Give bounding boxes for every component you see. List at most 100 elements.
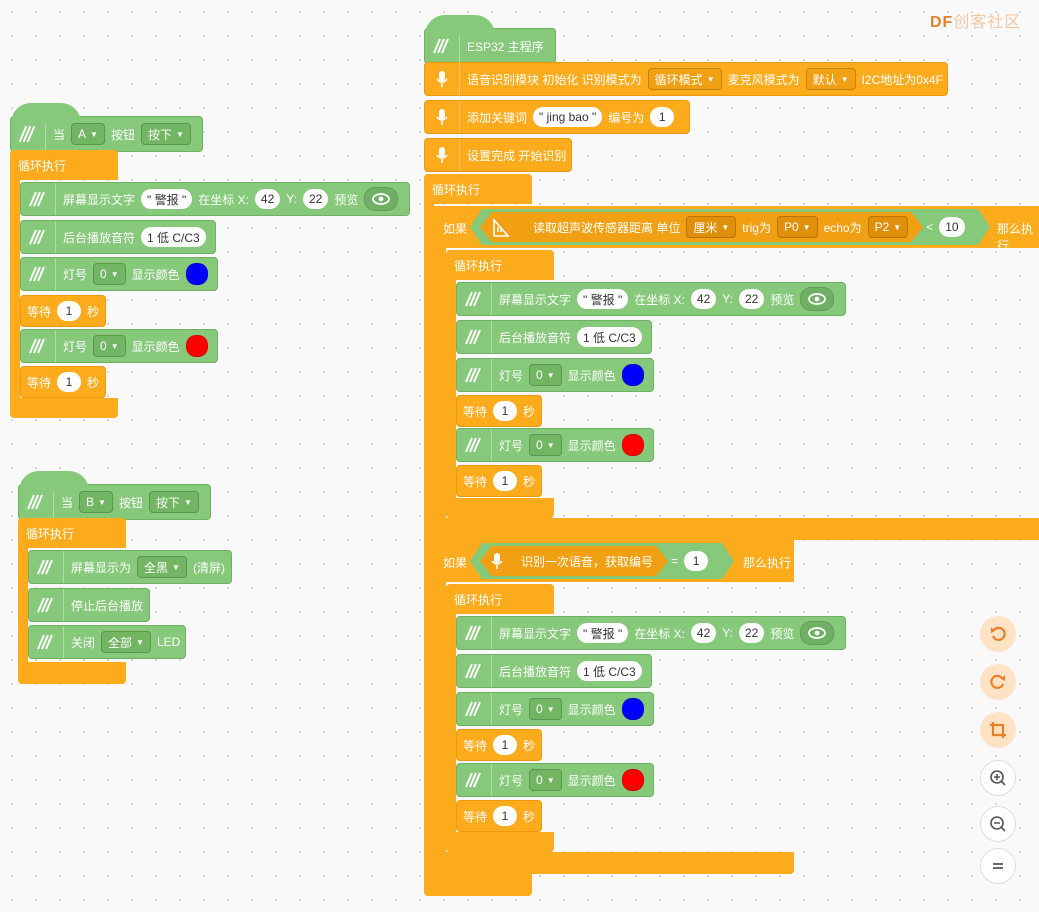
color-swatch-blue[interactable] bbox=[185, 263, 208, 285]
text-input[interactable]: " 警报 " bbox=[577, 289, 629, 309]
if2-arm bbox=[434, 582, 446, 872]
y-input[interactable]: 22 bbox=[738, 623, 765, 643]
eye-icon[interactable] bbox=[800, 287, 835, 311]
show-text-block[interactable]: 屏幕显示文字 " 警报 " 在坐标 X: 42 Y: 22 预览 bbox=[456, 616, 846, 650]
close-led-block[interactable]: 关闭 全部▼ LED bbox=[28, 625, 186, 659]
when-a-pressed-hat[interactable]: 当 A▼ 按钮 按下▼ bbox=[10, 103, 203, 152]
stop-playback-block[interactable]: 停止后台播放 bbox=[28, 588, 150, 622]
keyword-input[interactable]: " jing bao " bbox=[533, 107, 603, 127]
echo-dropdown[interactable]: P2▼ bbox=[868, 216, 909, 238]
esp32-main-hat[interactable]: ESP32 主程序 bbox=[424, 15, 556, 64]
mic-mode-dropdown[interactable]: 默认▼ bbox=[805, 68, 856, 90]
inner-loop-1[interactable]: 循环执行 bbox=[446, 250, 554, 280]
play-note-block[interactable]: 后台播放音符 1 低 C/C3 bbox=[456, 320, 652, 354]
play-note-block[interactable]: 后台播放音符 1 低 C/C3 bbox=[456, 654, 652, 688]
redo-icon bbox=[990, 674, 1005, 689]
lamp-dropdown[interactable]: 0▼ bbox=[529, 364, 562, 386]
wait-block[interactable]: 等待 1 秒 bbox=[20, 366, 106, 398]
ultrasonic-reporter[interactable]: 读取超声波传感器距离 单位 厘米▼ trig为 P0▼ echo为 P2▼ bbox=[480, 212, 923, 242]
eye-icon[interactable] bbox=[364, 187, 399, 211]
crop-button[interactable] bbox=[980, 712, 1016, 748]
distance-input[interactable]: 10 bbox=[939, 217, 964, 237]
wait-input[interactable]: 1 bbox=[493, 471, 518, 491]
action-dropdown[interactable]: 按下▼ bbox=[140, 123, 191, 145]
if1-arm bbox=[434, 248, 446, 538]
color-swatch-red[interactable] bbox=[621, 769, 644, 791]
wait-input[interactable]: 1 bbox=[57, 301, 82, 321]
wait-input[interactable]: 1 bbox=[493, 735, 518, 755]
y-input[interactable]: 22 bbox=[738, 289, 765, 309]
note-input[interactable]: 1 低 C/C3 bbox=[577, 327, 642, 347]
lamp-dropdown[interactable]: 0▼ bbox=[529, 698, 562, 720]
lamp-color-block[interactable]: 灯号 0▼ 显示颜色 bbox=[20, 257, 218, 291]
lamp-dropdown[interactable]: 0▼ bbox=[93, 263, 126, 285]
inner-loop1-foot bbox=[446, 498, 554, 518]
voice-number-input[interactable]: 1 bbox=[684, 551, 708, 571]
microphone-icon bbox=[425, 101, 460, 133]
lamp-color-block[interactable]: 灯号 0▼ 显示颜色 bbox=[456, 763, 654, 797]
play-note-block[interactable]: 后台播放音符 1 低 C/C3 bbox=[20, 220, 216, 254]
asr-init-block[interactable]: 语音识别模块 初始化 识别模式为 循环模式▼ 麦克风模式为 默认▼ I2C地址为… bbox=[424, 62, 948, 96]
lamp-color-block[interactable]: 灯号 0▼ 显示颜色 bbox=[456, 358, 654, 392]
wait-input[interactable]: 1 bbox=[493, 806, 518, 826]
voice-reporter[interactable]: 识别一次语音，获取编号 bbox=[480, 546, 668, 576]
lamp-color-block[interactable]: 灯号 0▼ 显示颜色 bbox=[20, 329, 218, 363]
add-keyword-block[interactable]: 添加关键词 " jing bao " 编号为 1 bbox=[424, 100, 690, 134]
trig-dropdown[interactable]: P0▼ bbox=[777, 216, 818, 238]
x-input[interactable]: 42 bbox=[254, 189, 281, 209]
loop-a[interactable]: 循环执行 bbox=[10, 150, 118, 180]
color-swatch-red[interactable] bbox=[621, 434, 644, 456]
wait-block[interactable]: 等待 1 秒 bbox=[456, 729, 542, 761]
keyword-number-input[interactable]: 1 bbox=[650, 107, 675, 127]
show-text-block[interactable]: 屏幕显示文字 " 警报 " 在坐标 X: 42 Y: 22 预览 bbox=[20, 182, 410, 216]
led-dropdown[interactable]: 全部▼ bbox=[101, 631, 151, 653]
board-icon bbox=[29, 551, 64, 583]
note-input[interactable]: 1 低 C/C3 bbox=[577, 661, 642, 681]
x-input[interactable]: 42 bbox=[690, 289, 717, 309]
lamp-color-block[interactable]: 灯号 0▼ 显示颜色 bbox=[456, 692, 654, 726]
wait-block[interactable]: 等待 1 秒 bbox=[456, 465, 542, 497]
y-input[interactable]: 22 bbox=[302, 189, 329, 209]
wait-block[interactable]: 等待 1 秒 bbox=[456, 395, 542, 427]
when-b-pressed-hat[interactable]: 当 B▼ 按钮 按下▼ bbox=[18, 471, 211, 520]
redo-button[interactable] bbox=[980, 664, 1016, 700]
board-icon bbox=[457, 764, 492, 796]
key-a-dropdown[interactable]: A▼ bbox=[71, 123, 105, 145]
start-recognition-block[interactable]: 设置完成 开始识别 bbox=[424, 138, 572, 172]
wait-block[interactable]: 等待 1 秒 bbox=[20, 295, 106, 327]
wait-input[interactable]: 1 bbox=[493, 401, 518, 421]
key-b-dropdown[interactable]: B▼ bbox=[79, 491, 113, 513]
inner-loop-2[interactable]: 循环执行 bbox=[446, 584, 554, 614]
lamp-dropdown[interactable]: 0▼ bbox=[529, 434, 562, 456]
color-swatch-blue[interactable] bbox=[621, 698, 644, 720]
fill-dropdown[interactable]: 全黑▼ bbox=[137, 556, 187, 578]
screen-fill-block[interactable]: 屏幕显示为 全黑▼ (清屏) bbox=[28, 550, 232, 584]
board-icon bbox=[457, 617, 492, 649]
equals-icon bbox=[993, 863, 1003, 869]
x-input[interactable]: 42 bbox=[690, 623, 717, 643]
wait-input[interactable]: 1 bbox=[57, 372, 82, 392]
lamp-dropdown[interactable]: 0▼ bbox=[529, 769, 562, 791]
note-input[interactable]: 1 低 C/C3 bbox=[141, 227, 206, 247]
main-loop[interactable]: 循环执行 bbox=[424, 174, 532, 204]
asr-mode-dropdown[interactable]: 循环模式▼ bbox=[647, 68, 722, 90]
unit-dropdown[interactable]: 厘米▼ bbox=[686, 216, 736, 238]
board-icon bbox=[29, 626, 64, 658]
text-input[interactable]: " 警报 " bbox=[141, 189, 193, 209]
text-input[interactable]: " 警报 " bbox=[577, 623, 629, 643]
eye-icon[interactable] bbox=[800, 621, 835, 645]
zoom-in-button[interactable] bbox=[980, 760, 1016, 796]
wait-block[interactable]: 等待 1 秒 bbox=[456, 800, 542, 832]
show-text-block[interactable]: 屏幕显示文字 " 警报 " 在坐标 X: 42 Y: 22 预览 bbox=[456, 282, 846, 316]
lamp-dropdown[interactable]: 0▼ bbox=[93, 335, 126, 357]
color-swatch-red[interactable] bbox=[185, 335, 208, 357]
action-dropdown[interactable]: 按下▼ bbox=[148, 491, 199, 513]
undo-button[interactable] bbox=[980, 616, 1016, 652]
color-swatch-blue[interactable] bbox=[621, 364, 644, 386]
reset-zoom-button[interactable] bbox=[980, 848, 1016, 884]
lamp-color-block[interactable]: 灯号 0▼ 显示颜色 bbox=[456, 428, 654, 462]
ultrasonic-compare[interactable]: 读取超声波传感器距离 单位 厘米▼ trig为 P0▼ echo为 P2▼ < … bbox=[470, 209, 990, 245]
zoom-out-button[interactable] bbox=[980, 806, 1016, 842]
voice-compare[interactable]: 识别一次语音，获取编号 = 1 bbox=[470, 543, 734, 579]
loop-b[interactable]: 循环执行 bbox=[18, 518, 126, 548]
